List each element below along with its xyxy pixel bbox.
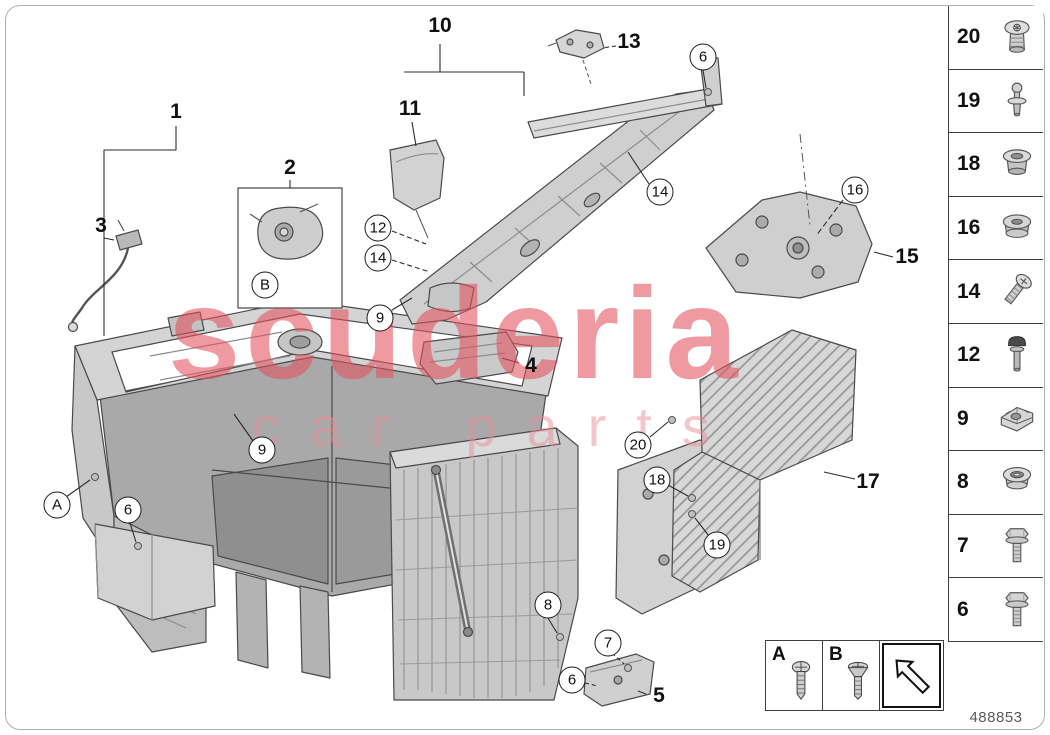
bracket-15 bbox=[705, 133, 873, 299]
callout-5: 5 bbox=[653, 684, 665, 707]
flange-nut-icon bbox=[993, 204, 1041, 252]
fastener-item-6: 6 bbox=[949, 578, 1043, 642]
fastener-item-number: 16 bbox=[957, 216, 981, 240]
callout-3: 3 bbox=[95, 214, 107, 237]
fastener-item-8: 8 bbox=[949, 451, 1043, 515]
callout-9-top: 9 bbox=[366, 304, 394, 332]
callout-leader-lines bbox=[65, 44, 894, 695]
fastener-points bbox=[91, 88, 712, 672]
direction-arrow-icon bbox=[882, 643, 941, 708]
callout-11: 11 bbox=[398, 97, 422, 120]
fastener-item-number: 6 bbox=[957, 597, 969, 621]
callout-14-left: 14 bbox=[364, 244, 392, 272]
grommet-nut-icon bbox=[993, 140, 1041, 188]
bracket-17 bbox=[615, 329, 857, 615]
fastener-item-number: 8 bbox=[957, 470, 969, 494]
callout-12: 12 bbox=[364, 214, 392, 242]
callout-15: 15 bbox=[895, 245, 919, 268]
part-number: 488853 bbox=[969, 709, 1023, 726]
pan-head-screw-icon bbox=[782, 658, 820, 709]
callout-2: 2 bbox=[284, 156, 296, 179]
fastener-item-19: 19 bbox=[949, 70, 1043, 134]
fastener-item-18: 18 bbox=[949, 133, 1043, 197]
callout-19: 19 bbox=[703, 531, 731, 559]
hex-flange-bolt-icon bbox=[993, 522, 1041, 570]
fastener-item-number: 7 bbox=[957, 534, 969, 558]
screw-type-legend: A B bbox=[765, 640, 944, 711]
legend-item-b: B bbox=[823, 641, 880, 710]
fastener-item-number: 19 bbox=[957, 88, 981, 112]
callout-8: 8 bbox=[534, 591, 562, 619]
callout-1: 1 bbox=[170, 100, 182, 123]
upper-bracket-assembly bbox=[389, 29, 723, 325]
cable-part-3 bbox=[67, 219, 143, 333]
fastener-item-number: 14 bbox=[957, 279, 981, 303]
fastener-item-number: 9 bbox=[957, 406, 969, 430]
fastener-item-12: 12 bbox=[949, 324, 1043, 388]
clip-13 bbox=[547, 29, 605, 85]
callout-4: 4 bbox=[525, 354, 537, 377]
tray-part-4 bbox=[419, 331, 519, 385]
callout-6-bottom: 6 bbox=[558, 666, 586, 694]
fastener-item-14: 14 bbox=[949, 260, 1043, 324]
legend-arrow-cell bbox=[880, 641, 943, 710]
callout-10: 10 bbox=[428, 14, 452, 37]
fastener-item-number: 18 bbox=[957, 152, 981, 176]
callout-7: 7 bbox=[594, 629, 622, 657]
fastener-item-20: 20 bbox=[949, 6, 1043, 70]
fastener-item-7: 7 bbox=[949, 515, 1043, 579]
callout-17: 17 bbox=[856, 470, 880, 493]
torx-screw-icon bbox=[993, 13, 1041, 61]
bracket-11 bbox=[389, 139, 445, 239]
callout-18: 18 bbox=[643, 466, 671, 494]
callout-16: 16 bbox=[841, 176, 869, 204]
legend-a-label: A bbox=[772, 644, 786, 665]
fastener-item-9: 9 bbox=[949, 388, 1043, 452]
round-head-screw-icon bbox=[993, 268, 1041, 316]
legend-b-label: B bbox=[829, 644, 843, 665]
callout-20: 20 bbox=[624, 431, 652, 459]
collar-nut-icon bbox=[993, 458, 1041, 506]
bracket-5 bbox=[583, 653, 655, 707]
callout-13: 13 bbox=[617, 30, 641, 53]
fastener-sidebar: 20 19 18 16 14 12 9 8 7 6 bbox=[948, 6, 1043, 642]
expansion-rivet-icon bbox=[993, 331, 1041, 379]
ball-stud-icon bbox=[993, 77, 1041, 125]
fastener-item-16: 16 bbox=[949, 197, 1043, 261]
fastener-item-number: 12 bbox=[957, 343, 981, 367]
callout-9-left: 9 bbox=[248, 436, 276, 464]
hex-flange-bolt-icon bbox=[993, 586, 1041, 634]
clip-nut-icon bbox=[993, 395, 1041, 443]
fastener-item-number: 20 bbox=[957, 25, 981, 49]
legend-item-a: A bbox=[766, 641, 823, 710]
callout-6-top: 6 bbox=[689, 43, 717, 71]
callout-14-right: 14 bbox=[646, 178, 674, 206]
callout-A: A bbox=[43, 491, 71, 519]
countersunk-screw-icon bbox=[839, 658, 877, 709]
callout-6-left: 6 bbox=[114, 496, 142, 524]
callout-B: B bbox=[251, 271, 279, 299]
